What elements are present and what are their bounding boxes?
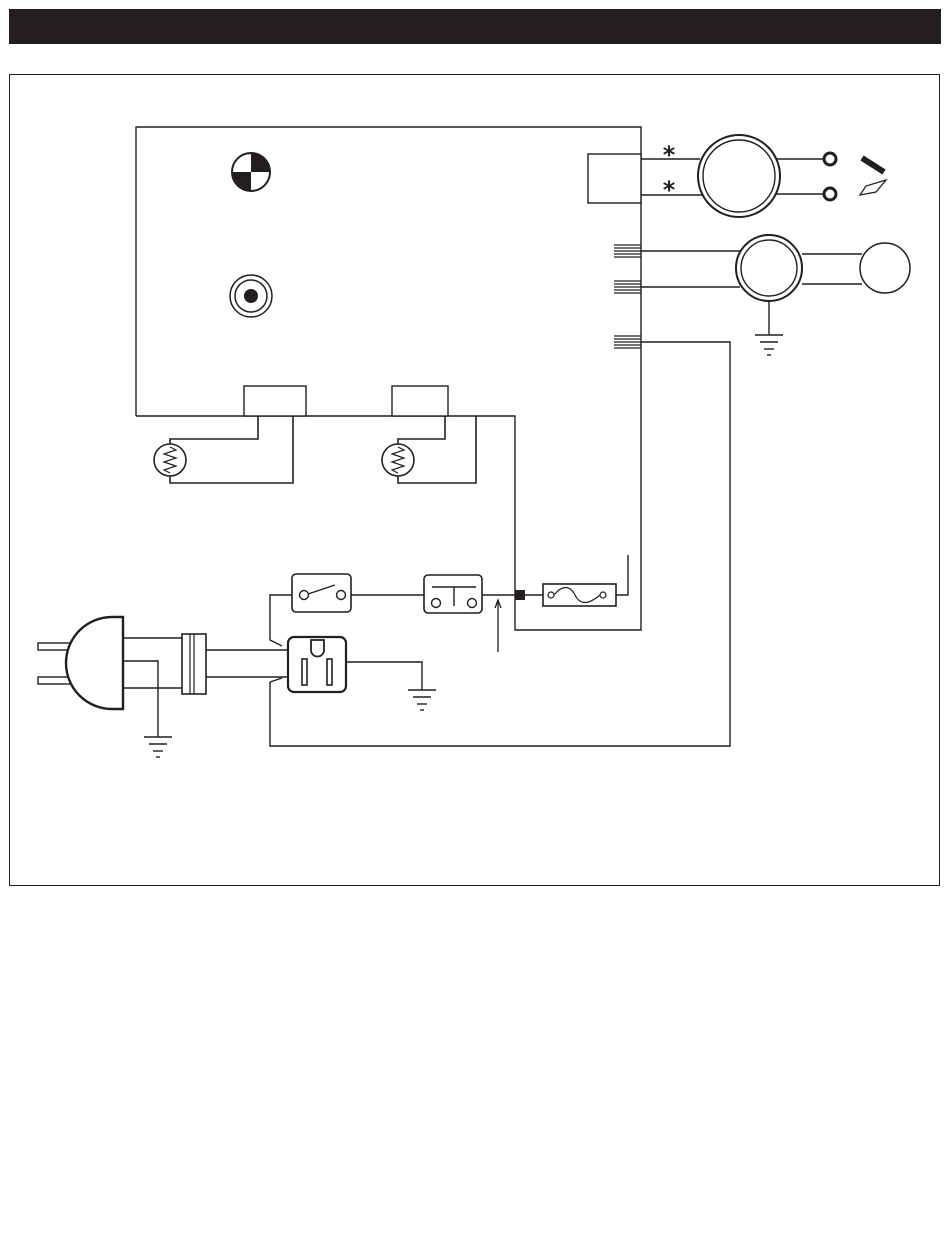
plug-ground-icon: [144, 737, 172, 757]
relay: [424, 575, 482, 613]
power-plug: [38, 617, 123, 709]
capacitor: [860, 243, 910, 293]
connector-stack-2: [614, 281, 641, 293]
outlet-ground-icon: [408, 690, 436, 710]
fuse-feed-wire: [616, 555, 628, 595]
lever-icon: [862, 158, 884, 172]
fan-ground-icon: [755, 301, 783, 355]
fan-motor: [641, 235, 862, 301]
led-indicator: [230, 275, 272, 317]
sensor-connector-1: [244, 386, 306, 416]
thermistor-1: [154, 416, 293, 483]
probe-icon: [860, 180, 886, 195]
compressor-motor: * *: [588, 135, 836, 217]
fuse: [543, 584, 616, 606]
outlet: [288, 637, 422, 692]
control-board: [136, 127, 641, 630]
arrow-icon: [495, 600, 501, 652]
connector-stack-3: [614, 336, 641, 348]
connector-stack-1: [614, 245, 641, 257]
display-indicator: [232, 153, 270, 191]
sensor-connector-2: [392, 386, 448, 416]
filter: [182, 634, 206, 694]
switch: [292, 574, 351, 612]
terminal-mark-1: *: [663, 141, 676, 169]
thermistor-2: [382, 416, 476, 483]
terminal-mark-2: *: [663, 176, 676, 204]
